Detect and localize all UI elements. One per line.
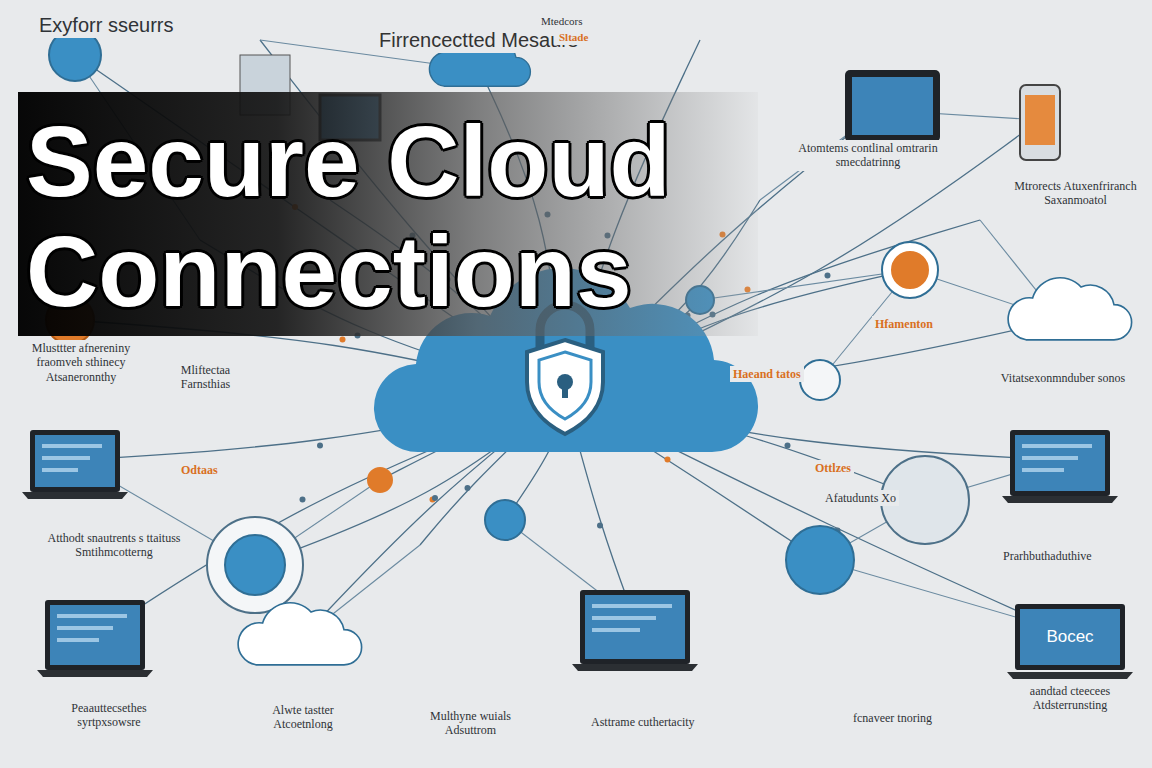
- lock-shield-inner: [539, 352, 591, 419]
- screen-line: [57, 626, 113, 630]
- screen-line: [592, 616, 656, 620]
- icon-caption: Asttrame cuthertacity: [588, 714, 698, 730]
- node-circle: [368, 468, 392, 492]
- title-banner: Secure Cloud Connections: [18, 92, 758, 336]
- small-cloud: [238, 603, 361, 665]
- diagram-title: Firrencectted Mesaurs: [375, 28, 582, 53]
- screen-line: [42, 456, 90, 460]
- laptop-frame: [30, 430, 120, 492]
- icon-caption: Prarhbuthaduthive: [1000, 548, 1095, 564]
- screen-line: [42, 468, 78, 472]
- banner-text: Secure Cloud Connections: [18, 92, 758, 336]
- icon-caption: Multhyne wuials Adsuttrom: [405, 708, 536, 739]
- wire-dot: [465, 485, 471, 491]
- screen-line: [592, 604, 672, 608]
- laptop-screen: [1015, 435, 1105, 491]
- icon-caption: Alwte tastter Atcoetnlong: [250, 702, 356, 733]
- icon-caption: Mlusttter afnereniny fraomveh sthinecy A…: [8, 340, 154, 385]
- icon-caption: Ottlzes: [812, 460, 854, 476]
- icon-caption: Peaauttecsethes syrtpxsowsre: [36, 700, 182, 731]
- icon-caption: Mliftectaa Farnsthias: [155, 362, 256, 393]
- laptop-base: [572, 664, 698, 671]
- laptop-frame: [45, 600, 145, 670]
- screen-line: [57, 614, 127, 618]
- keyhole-slot: [562, 384, 568, 398]
- tablet-screen: [852, 77, 933, 135]
- wire-dot: [317, 443, 323, 449]
- laptop-frame: [1010, 430, 1110, 496]
- phone: [1020, 85, 1060, 160]
- laptop-frame: [580, 590, 690, 664]
- header-label: Exyforr sseurrs: [36, 12, 176, 38]
- icon-caption: Afatudunts Xo: [822, 490, 899, 506]
- lock-shield: [527, 340, 603, 434]
- screen-text: Bocec: [1015, 604, 1125, 670]
- icon-caption: Vitatsexonmnduber sonos: [985, 370, 1141, 386]
- icon-caption: Atomtems contlinal omtrarin smecdatrinng: [790, 140, 946, 171]
- small-cloud: [1008, 278, 1131, 340]
- icon-caption: fcnaveer tnoring: [850, 710, 935, 726]
- laptop-base: [1002, 496, 1118, 503]
- laptop-screen: [585, 595, 685, 659]
- wire-dot: [300, 497, 306, 503]
- wire-dot: [597, 523, 603, 529]
- wire-dot: [340, 337, 346, 343]
- laptop-base: [1007, 672, 1133, 679]
- laptop-caption: aandtad cteecees Atdsterrunsting: [1015, 684, 1125, 713]
- wire-dot: [665, 457, 671, 463]
- screen-line: [57, 638, 99, 642]
- laptop-screen: [35, 435, 115, 487]
- laptop-screen: [50, 605, 140, 665]
- icon-caption: Mtrorects Atuxenfriranch Saxanmoatol: [1005, 178, 1146, 209]
- icon-caption: Odtaas: [178, 462, 221, 478]
- screen-line: [1022, 444, 1092, 448]
- laptop-base: [22, 492, 128, 499]
- node-circle: [207, 517, 303, 613]
- laptop-node: Bocec aandtad cteecees Atdsterrunsting: [1015, 604, 1125, 713]
- node-circle: [882, 242, 938, 298]
- laptop-base: [37, 670, 153, 677]
- node-circle: [800, 360, 840, 400]
- wire-dot: [432, 495, 438, 501]
- node-circle: [485, 500, 525, 540]
- icon-caption: Atthodt snautrents s ttaituss Smtihmcott…: [36, 530, 192, 561]
- node-circle: [225, 535, 285, 595]
- screen-line: [1022, 456, 1078, 460]
- phone-screen: [1025, 95, 1055, 145]
- screen-line: [1022, 468, 1064, 472]
- screen-line: [42, 444, 102, 448]
- node-circle: [892, 252, 928, 288]
- icon-caption: Haeand tatos: [730, 366, 804, 382]
- screen-line: [592, 628, 640, 632]
- wire-dot: [825, 273, 831, 279]
- icon-caption: Mtedcors: [538, 14, 586, 29]
- node-circle: [786, 526, 854, 594]
- tablet: [845, 70, 940, 142]
- icon-caption: Sltade: [556, 30, 591, 45]
- icon-caption: Hfamenton: [872, 316, 936, 332]
